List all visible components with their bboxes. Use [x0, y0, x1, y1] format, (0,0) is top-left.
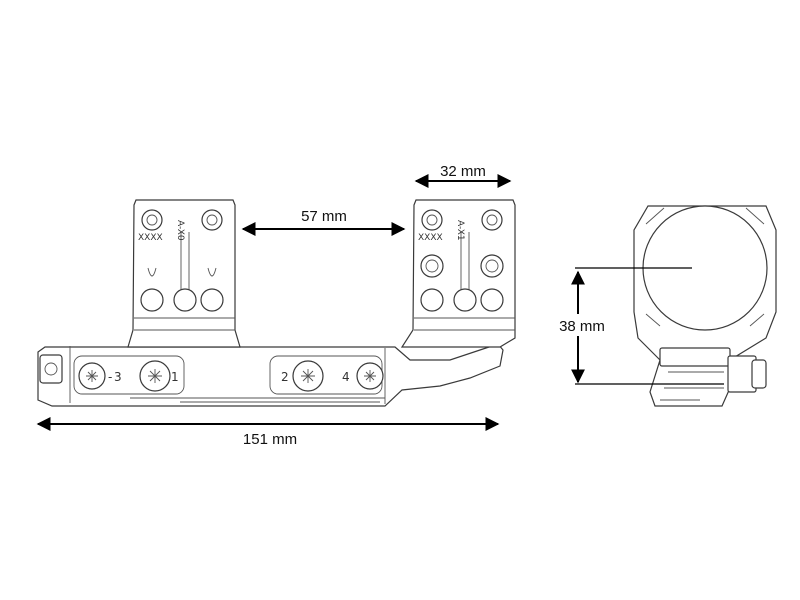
- bolt-label-3: -: [108, 370, 112, 384]
- serial-stamp-left: XXXX: [138, 233, 163, 243]
- label-ring-diameter: 38 mm: [559, 318, 605, 335]
- ring-code-left: A-X0: [175, 220, 185, 241]
- bolt-channel-left: [73, 355, 185, 395]
- serial-stamp-right: XXXX: [418, 233, 443, 243]
- bolt-number-2: 2: [281, 370, 289, 384]
- label-background: [550, 314, 610, 336]
- dimension-ring-spacing: 57 mm: [241, 208, 406, 236]
- clamp-jaw: [659, 347, 731, 367]
- bolt-3: - 3: [78, 362, 122, 390]
- mount-end-view: [633, 205, 777, 407]
- label-ring-spacing: 57 mm: [301, 208, 347, 225]
- ring-right: XXXX A-X1: [400, 199, 516, 348]
- clamp-nut-hole: [44, 362, 58, 376]
- bolt-1: 1: [139, 360, 179, 392]
- bolt-number-3: 3: [114, 370, 122, 384]
- ring-left: XXXX A-X0: [127, 199, 241, 348]
- dimension-total-length: 151 mm: [36, 417, 500, 448]
- bolt-4: 4: [342, 362, 384, 390]
- clamp-knob: [751, 359, 767, 389]
- bolt-number-4: 4: [342, 370, 350, 384]
- label-ring-width: 32 mm: [440, 163, 486, 180]
- label-total-length: 151 mm: [243, 431, 297, 448]
- clamp-nut: [39, 354, 63, 384]
- base-rail-groove: [69, 346, 386, 404]
- bolt-2: 2: [281, 360, 324, 392]
- bolt-number-1: 1: [171, 370, 179, 384]
- dimension-ring-diameter: 38 mm: [550, 267, 724, 385]
- ring-code-right: A-X1: [455, 220, 465, 241]
- mount-side-view: - 3 1 2 4 XXXX A-X0: [37, 199, 516, 407]
- dimension-ring-width: 32 mm: [414, 163, 512, 188]
